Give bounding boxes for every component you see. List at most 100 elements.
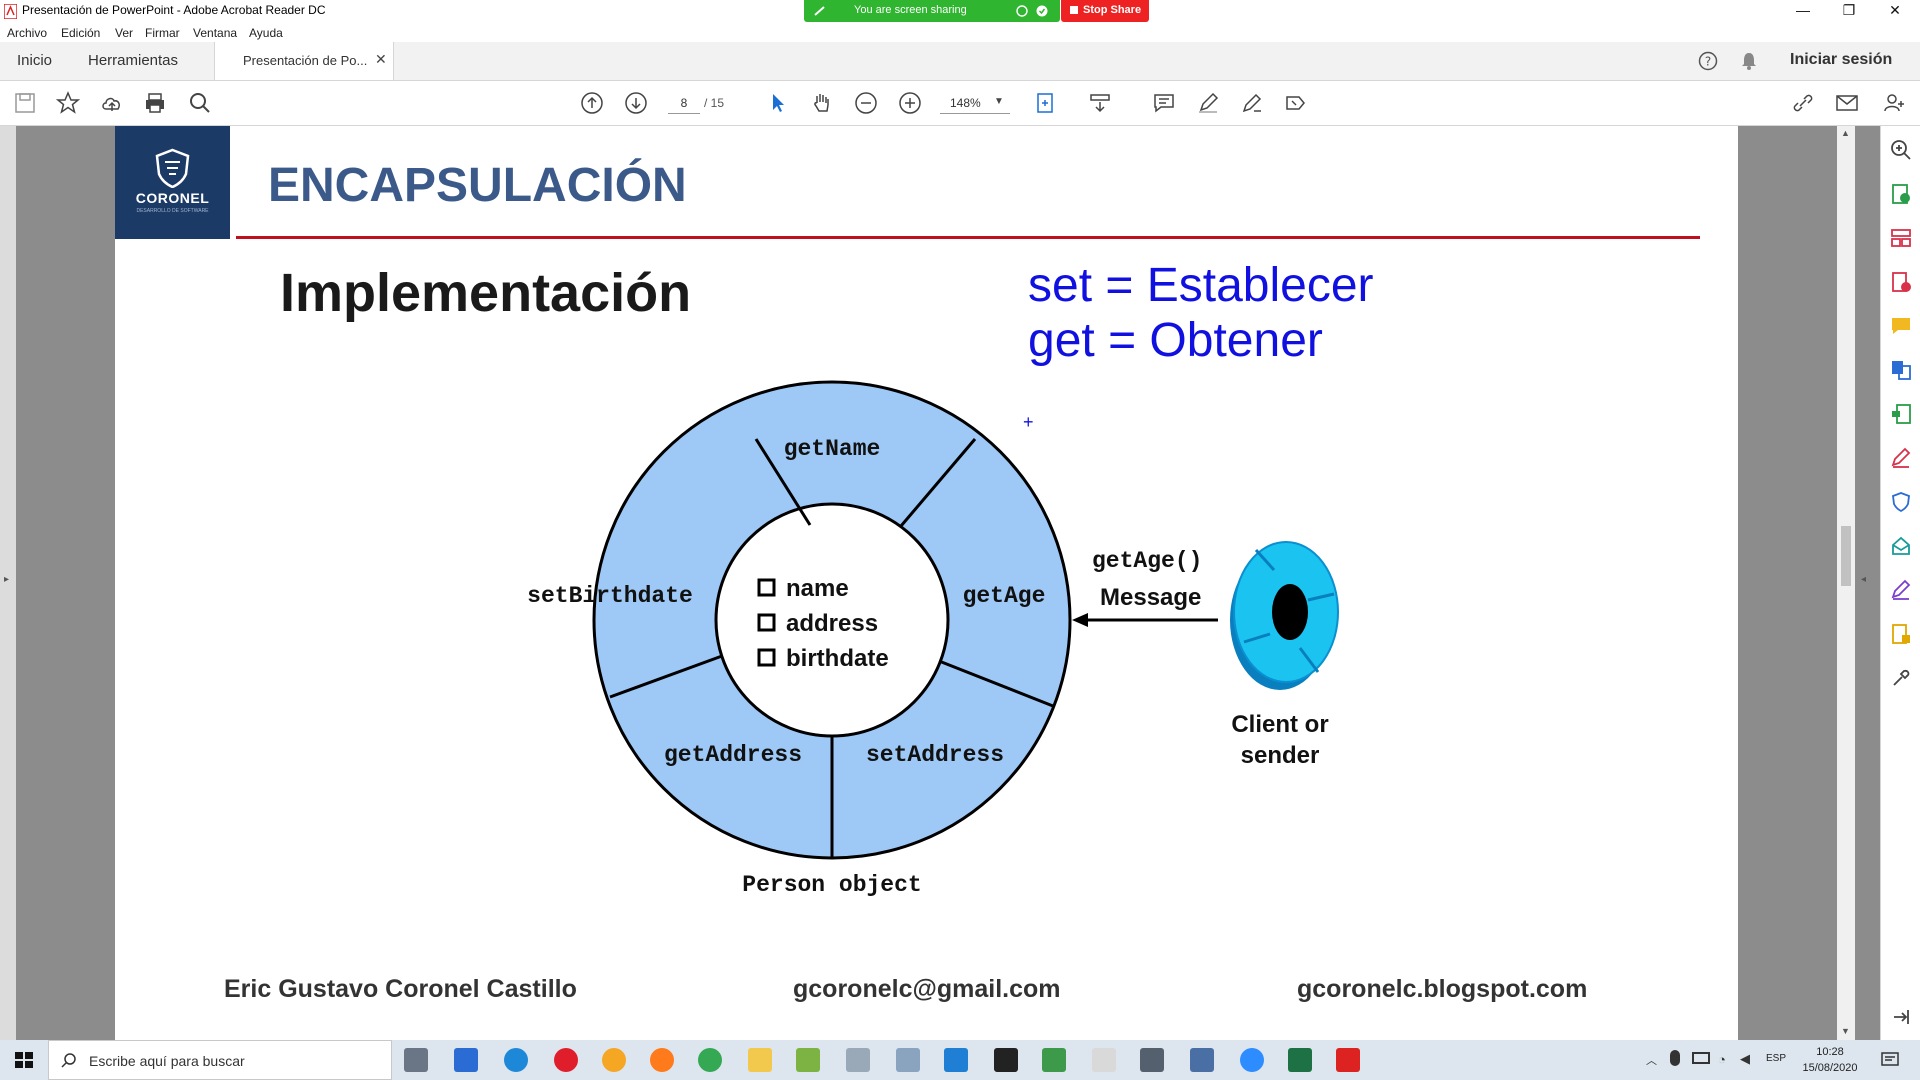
zoom-out-icon[interactable] xyxy=(854,91,878,115)
request-signature-icon[interactable] xyxy=(1890,579,1912,601)
expand-left-panel-icon[interactable]: ▸ xyxy=(4,574,10,585)
zoom-select[interactable]: 148% xyxy=(940,93,1010,114)
menu-ver[interactable]: Ver xyxy=(115,26,134,40)
highlight-pen-icon[interactable] xyxy=(1196,91,1220,115)
sign-pen-icon[interactable] xyxy=(1240,91,1264,115)
microphone-icon[interactable] xyxy=(1670,1050,1680,1066)
firefox-icon[interactable] xyxy=(650,1048,674,1072)
tab-inicio[interactable]: Inicio xyxy=(17,52,53,69)
menu-archivo[interactable]: Archivo xyxy=(7,26,48,40)
restore-button[interactable]: ❐ xyxy=(1842,2,1856,18)
collapse-pane-icon[interactable] xyxy=(1890,1006,1912,1028)
tab-document[interactable]: Presentación de Po... ✕ xyxy=(214,42,394,80)
search-icon[interactable] xyxy=(188,91,212,115)
opera-browser-icon[interactable] xyxy=(554,1048,578,1072)
zoom-chevron-down-icon[interactable]: ▼ xyxy=(994,96,1004,107)
scroll-mode-icon[interactable] xyxy=(1088,91,1112,115)
bookmark-star-icon[interactable] xyxy=(55,91,81,115)
notification-bell-icon[interactable] xyxy=(1740,51,1758,71)
more-tools-wrench-icon[interactable] xyxy=(1890,667,1912,689)
right-tools-pane xyxy=(1880,126,1920,1040)
create-pdf-icon[interactable] xyxy=(1890,271,1912,293)
excel-icon[interactable] xyxy=(1288,1048,1312,1072)
segment-setaddress: setAddress xyxy=(866,742,1004,768)
taskbar-search-box[interactable]: Escribe aquí para buscar xyxy=(48,1040,392,1080)
collapse-right-panel-icon[interactable]: ◂ xyxy=(1861,574,1867,585)
client-label-line2: sender xyxy=(1241,742,1320,769)
tab-herramientas[interactable]: Herramientas xyxy=(88,52,179,69)
add-user-icon[interactable] xyxy=(1882,91,1906,115)
file-explorer-icon[interactable] xyxy=(748,1048,772,1072)
battery-icon[interactable] xyxy=(1692,1052,1710,1064)
chrome-canary-icon[interactable] xyxy=(602,1048,626,1072)
menu-edicion[interactable]: Edición xyxy=(61,26,101,40)
share-status-bar: You are screen sharing xyxy=(804,0,1060,22)
volume-icon[interactable]: ◀ xyxy=(1740,1051,1750,1066)
menu-ventana[interactable]: Ventana xyxy=(193,26,238,40)
action-center-icon[interactable] xyxy=(1880,1050,1900,1070)
checkbox-icon xyxy=(757,648,776,667)
close-window-button[interactable]: ✕ xyxy=(1889,2,1901,18)
calculator-icon[interactable] xyxy=(1140,1048,1164,1072)
minimize-button[interactable]: — xyxy=(1796,2,1810,18)
language-indicator[interactable]: ESP xyxy=(1766,1053,1787,1064)
acrobat-taskbar-icon[interactable] xyxy=(1336,1048,1360,1072)
save-icon[interactable] xyxy=(13,91,37,115)
settings-gear-icon[interactable] xyxy=(896,1048,920,1072)
edge-browser-icon[interactable] xyxy=(504,1048,528,1072)
close-tab-icon[interactable]: ✕ xyxy=(375,51,387,67)
left-panel-collapsed[interactable]: ▸ xyxy=(0,126,16,1040)
zoom-in-icon[interactable] xyxy=(898,91,922,115)
next-page-icon[interactable] xyxy=(624,91,648,115)
footer-blog: gcoronelc.blogspot.com xyxy=(1297,975,1588,1003)
tray-chevron-up-icon[interactable]: ︿ xyxy=(1646,1055,1657,1067)
virtualbox-icon[interactable] xyxy=(1190,1048,1214,1072)
clock[interactable]: 10:28 15/08/2020 xyxy=(1800,1044,1860,1076)
stamp-icon[interactable] xyxy=(1890,623,1912,645)
send-review-icon[interactable] xyxy=(1890,535,1912,557)
comment-icon[interactable] xyxy=(1152,91,1176,115)
scroll-up-icon[interactable]: ▲ xyxy=(1841,128,1850,138)
windows-start-icon[interactable] xyxy=(0,1040,48,1080)
notepad-icon[interactable] xyxy=(796,1048,820,1072)
vertical-scrollbar[interactable]: ▲ ▼ xyxy=(1837,126,1855,1040)
zoom-search-icon[interactable] xyxy=(1890,139,1912,161)
task-view-icon[interactable] xyxy=(404,1048,428,1072)
select-cursor-icon[interactable] xyxy=(766,91,790,115)
wifi-icon[interactable]: ◔ xyxy=(1718,1052,1726,1067)
more-tools-icon[interactable] xyxy=(1284,91,1308,115)
protect-shield-icon[interactable] xyxy=(1890,491,1912,513)
chrome-icon[interactable] xyxy=(698,1048,722,1072)
scroll-thumb[interactable] xyxy=(1841,526,1851,586)
signin-link[interactable]: Iniciar sesión xyxy=(1790,51,1893,68)
export-pdf-icon[interactable] xyxy=(1890,183,1912,205)
combine-files-icon[interactable] xyxy=(1890,359,1912,381)
menu-firmar[interactable]: Firmar xyxy=(145,26,180,40)
cloud-upload-icon[interactable] xyxy=(100,91,124,115)
help-icon[interactable]: ? xyxy=(1698,51,1718,71)
share-link-icon[interactable] xyxy=(1791,91,1815,115)
paint-icon[interactable] xyxy=(846,1048,870,1072)
stop-share-button[interactable]: Stop Share xyxy=(1061,0,1149,22)
page-number-input[interactable]: 8 xyxy=(668,93,700,114)
hand-tool-icon[interactable] xyxy=(810,91,834,115)
pause-share-icon[interactable] xyxy=(1016,5,1028,17)
tool-app-icon[interactable] xyxy=(1042,1048,1066,1072)
menu-ayuda[interactable]: Ayuda xyxy=(249,26,283,40)
comment-tool-icon[interactable] xyxy=(1890,315,1912,337)
print-icon[interactable] xyxy=(143,91,167,115)
fill-sign-icon[interactable] xyxy=(1890,447,1912,469)
edit-pdf-icon[interactable] xyxy=(1890,403,1912,425)
svg-text:?: ? xyxy=(1705,55,1711,69)
terminal-icon[interactable] xyxy=(994,1048,1018,1072)
snipping-tool-icon[interactable] xyxy=(1092,1048,1116,1072)
scroll-down-icon[interactable]: ▼ xyxy=(1841,1026,1850,1036)
shield-share-icon[interactable] xyxy=(1036,5,1048,17)
email-icon[interactable] xyxy=(1835,91,1859,115)
mail-app-icon[interactable] xyxy=(454,1048,478,1072)
fit-page-icon[interactable] xyxy=(1034,91,1058,115)
organize-pages-icon[interactable] xyxy=(1890,227,1912,249)
zoom-meeting-icon[interactable] xyxy=(1240,1048,1264,1072)
vscode-icon[interactable] xyxy=(944,1048,968,1072)
previous-page-icon[interactable] xyxy=(580,91,604,115)
